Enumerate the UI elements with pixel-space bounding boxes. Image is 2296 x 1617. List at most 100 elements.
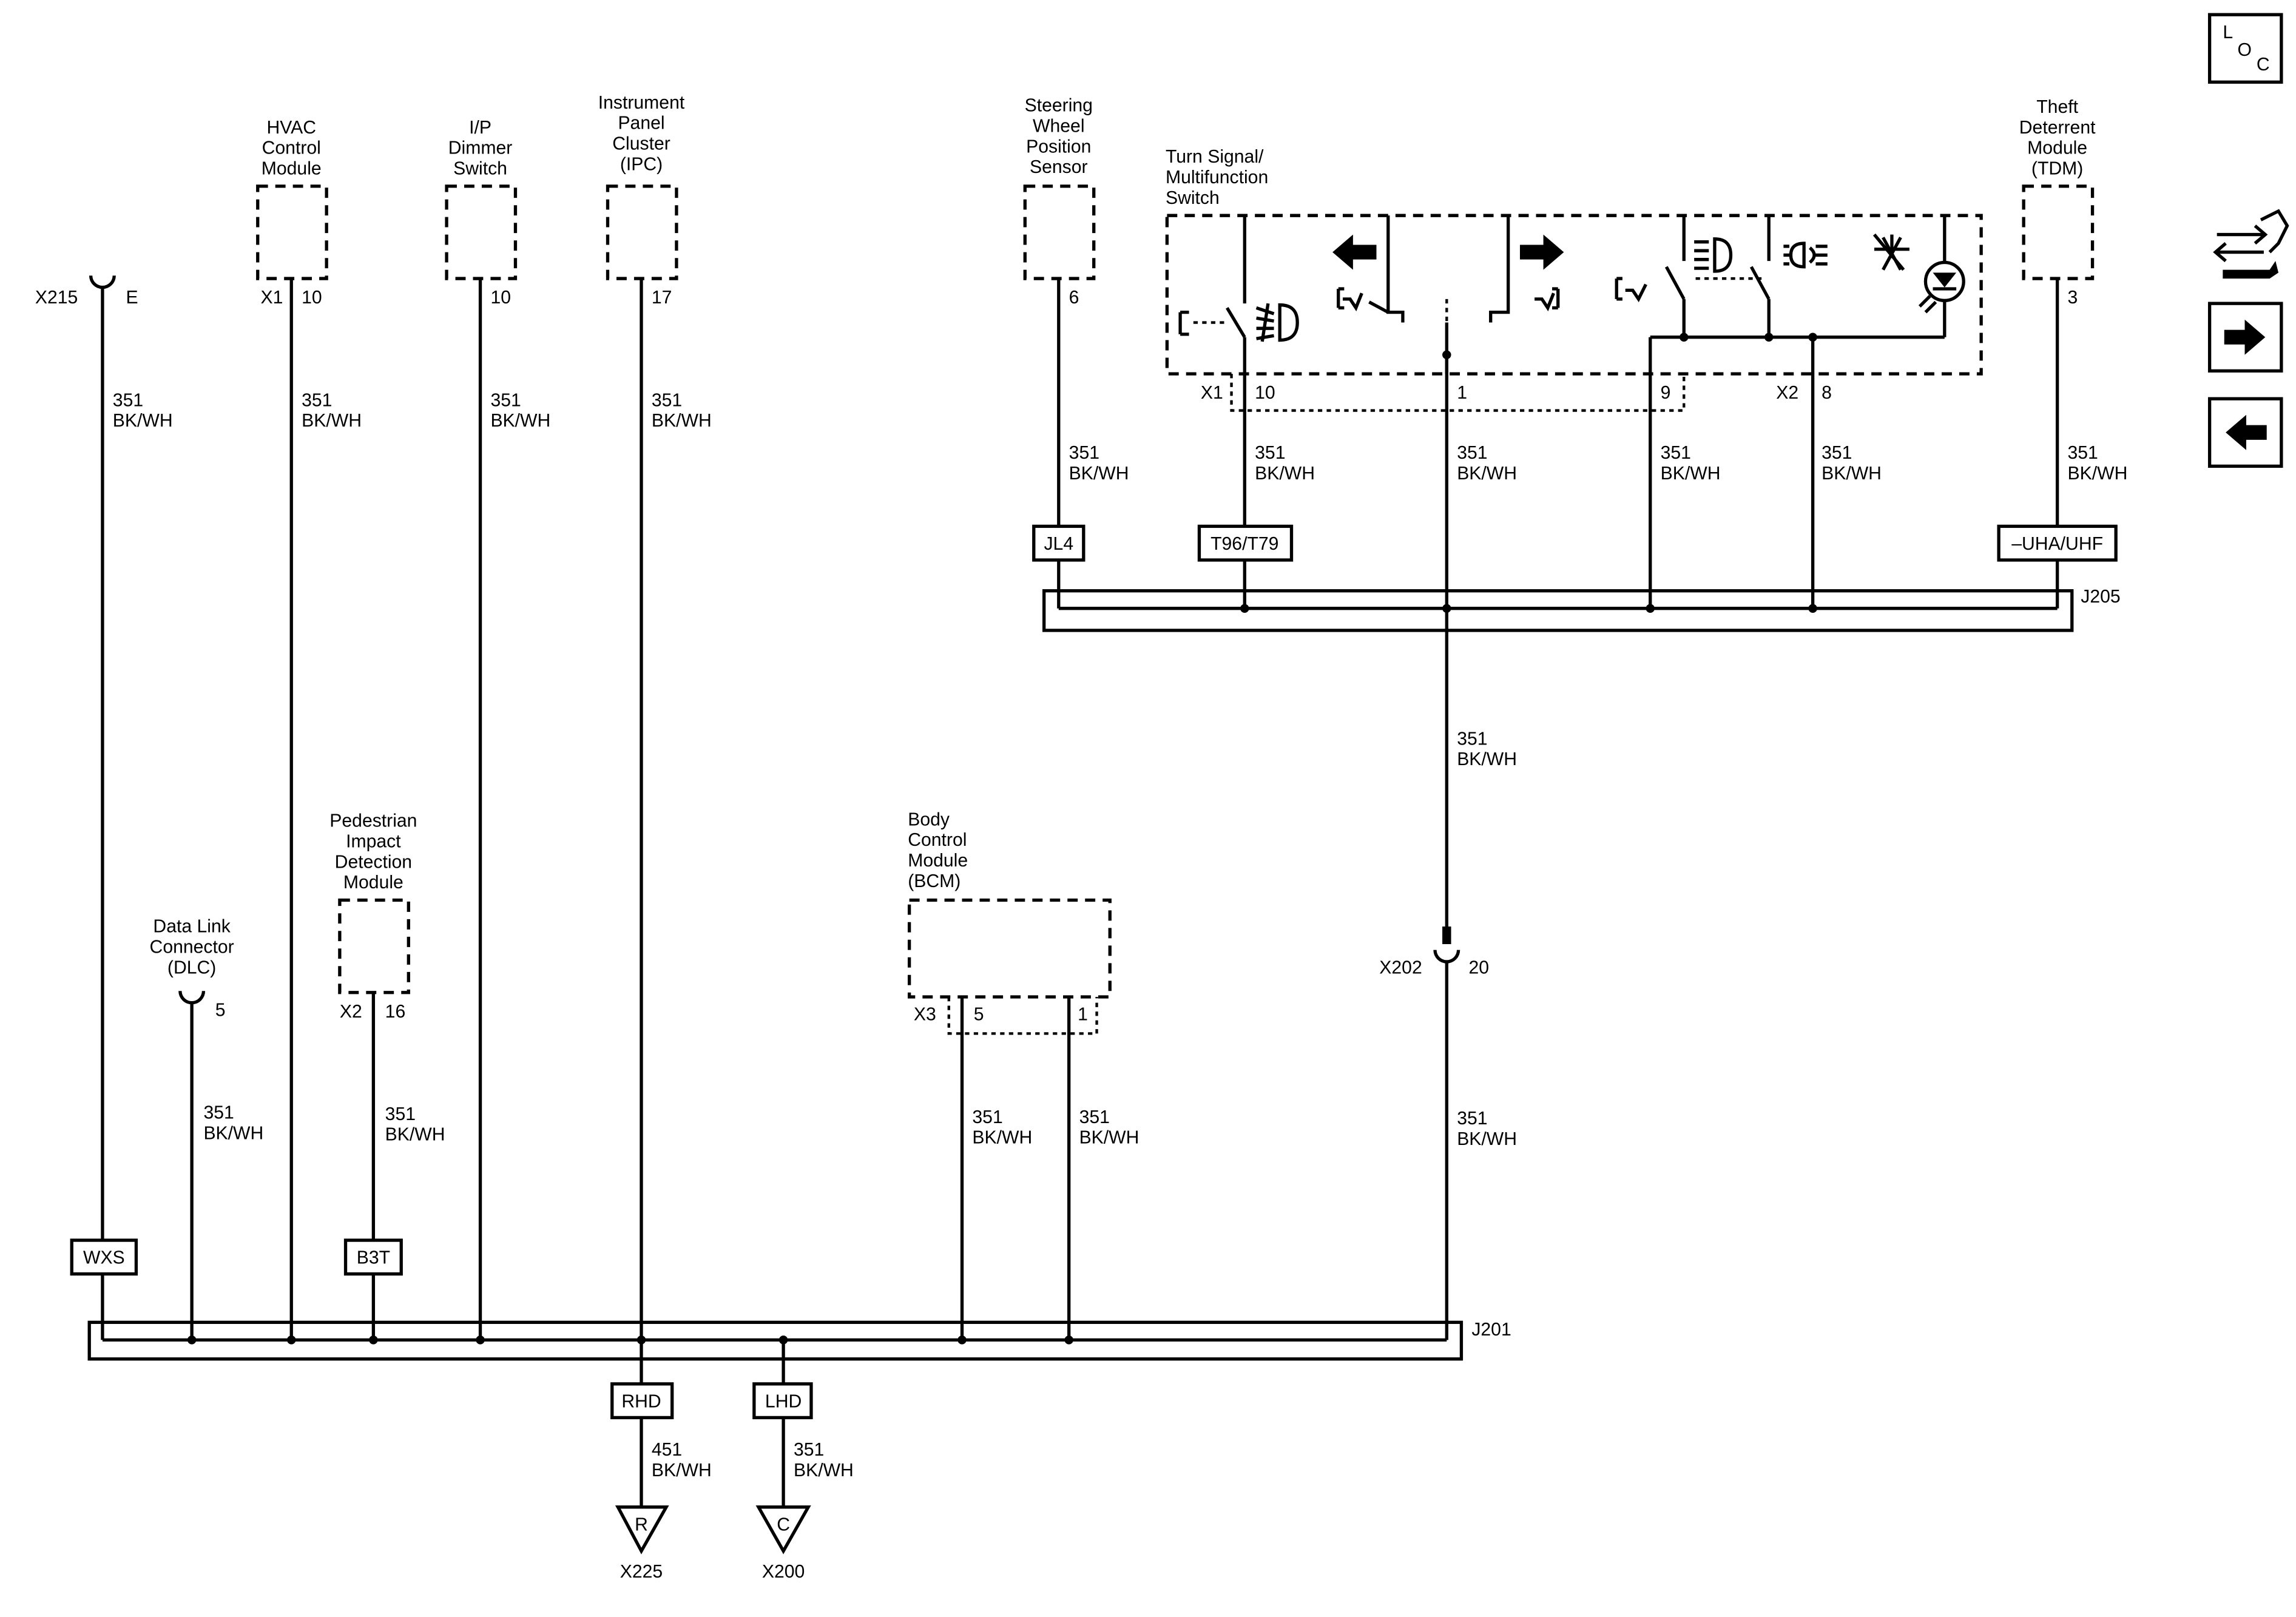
tdm-box[interactable] xyxy=(2022,184,2095,280)
option-rhd: RHD xyxy=(610,1382,674,1420)
svg-text:BK/WH: BK/WH xyxy=(972,1128,1032,1148)
svg-text:X202: X202 xyxy=(1379,957,1422,977)
svg-text:C: C xyxy=(2257,55,2270,75)
svg-text:BK/WH: BK/WH xyxy=(203,1123,263,1143)
ped-pin: 16 xyxy=(385,1002,406,1022)
svg-text:O: O xyxy=(2237,40,2251,60)
option-lhd: LHD xyxy=(752,1382,813,1420)
right-turn-arrow-icon xyxy=(1519,234,1564,270)
svg-text:351: 351 xyxy=(1079,1107,1110,1127)
svg-text:Theft: Theft xyxy=(2036,97,2078,117)
steering-wheel-position-sensor-title: Steering Wheel Position Sensor xyxy=(1025,96,1093,177)
previous-page-button[interactable] xyxy=(2207,397,2283,468)
svg-text:BK/WH: BK/WH xyxy=(1069,464,1129,484)
pedestrian-module-box[interactable] xyxy=(338,898,410,994)
svg-text:Switch: Switch xyxy=(453,159,507,179)
svg-text:Module: Module xyxy=(2027,138,2087,158)
svg-text:BK/WH: BK/WH xyxy=(1457,749,1517,769)
svg-text:351: 351 xyxy=(203,1102,234,1122)
option-wxs: WXS xyxy=(70,1238,138,1276)
svg-text:351: 351 xyxy=(1661,443,1691,463)
ipc-pin: 17 xyxy=(652,288,672,308)
svg-text:Dimmer: Dimmer xyxy=(448,138,513,158)
svg-text:BK/WH: BK/WH xyxy=(113,411,173,431)
svg-text:BK/WH: BK/WH xyxy=(1457,464,1517,484)
hvac-connector: X1 xyxy=(261,288,283,308)
ip-dimmer-switch-title: I/P Dimmer Switch xyxy=(448,118,513,179)
svg-text:BK/WH: BK/WH xyxy=(1457,1129,1517,1149)
next-page-button[interactable] xyxy=(2207,302,2283,373)
ts-pin-8: 8 xyxy=(1822,383,1832,403)
wire-label-swps: 351 BK/WH xyxy=(1069,443,1129,484)
svg-text:Deterrent: Deterrent xyxy=(2019,118,2096,138)
svg-text:(IPC): (IPC) xyxy=(620,154,663,174)
option-uha-uhf: –UHA/UHF xyxy=(1997,524,2118,562)
svg-text:351: 351 xyxy=(1255,443,1285,463)
svg-text:Cluster: Cluster xyxy=(612,133,670,154)
ip-dimmer-switch-box[interactable] xyxy=(445,184,518,280)
wire-label-x215: 351 BK/WH xyxy=(113,390,173,431)
option-jl4: JL4 xyxy=(1032,524,1086,562)
svg-text:(DLC): (DLC) xyxy=(167,957,216,977)
svg-text:351: 351 xyxy=(1069,443,1099,463)
svg-text:351: 351 xyxy=(385,1104,416,1124)
low-beam-icon xyxy=(1783,241,1828,269)
ts-x2-label: X2 xyxy=(1776,383,1798,403)
svg-text:351: 351 xyxy=(1457,729,1487,749)
hvac-module-box[interactable] xyxy=(256,184,328,280)
ts-x1-connector-outline xyxy=(1230,374,1686,412)
ground-x225[interactable]: R X225 xyxy=(615,1505,669,1582)
svg-text:B3T: B3T xyxy=(357,1248,390,1268)
svg-text:Pedestrian: Pedestrian xyxy=(329,811,417,831)
svg-text:451: 451 xyxy=(652,1440,682,1460)
svg-text:JL4: JL4 xyxy=(1044,534,1073,554)
wire-label-ts-10: 351 BK/WH xyxy=(1255,443,1315,484)
svg-text:Panel: Panel xyxy=(618,113,664,133)
bcm-title: Body Control Module (BCM) xyxy=(908,809,968,891)
wire-label-x202: 351 BK/WH xyxy=(1457,1109,1517,1149)
svg-text:(TDM): (TDM) xyxy=(2031,159,2083,179)
svg-text:Wheel: Wheel xyxy=(1033,116,1084,136)
connector-view-button[interactable] xyxy=(2213,209,2289,279)
ipc-box[interactable] xyxy=(606,184,678,280)
ped-connector: X2 xyxy=(340,1002,362,1022)
bcm-box[interactable] xyxy=(907,898,1112,999)
svg-text:351: 351 xyxy=(2068,443,2098,463)
svg-text:Module: Module xyxy=(262,159,322,179)
svg-text:351: 351 xyxy=(652,390,682,410)
svg-text:BK/WH: BK/WH xyxy=(490,411,550,431)
svg-text:BK/WH: BK/WH xyxy=(1822,464,1882,484)
svg-text:LHD: LHD xyxy=(765,1391,802,1411)
left-turn-arrow-icon xyxy=(1332,234,1377,270)
svg-text:Turn Signal/: Turn Signal/ xyxy=(1166,147,1264,167)
ts-x1-label: X1 xyxy=(1201,383,1223,403)
wire-label-dlc: 351 BK/WH xyxy=(203,1102,263,1143)
ts-pin-9: 9 xyxy=(1661,383,1671,403)
tdm-pin: 3 xyxy=(2068,288,2078,308)
dlc-pin: 5 xyxy=(215,1000,226,1020)
swps-box[interactable] xyxy=(1023,184,1096,280)
dimmer-pin: 10 xyxy=(490,288,511,308)
x215-label: X215 xyxy=(35,288,78,308)
hvac-module-title: HVAC Control Module xyxy=(262,118,322,179)
wire-label-lhd: 351 BK/WH xyxy=(794,1440,854,1480)
svg-text:BK/WH: BK/WH xyxy=(652,411,712,431)
svg-text:351: 351 xyxy=(972,1107,1002,1127)
option-b3t: B3T xyxy=(343,1238,403,1276)
location-button[interactable]: L O C xyxy=(2207,13,2283,84)
wire-label-j205-out: 351 BK/WH xyxy=(1457,729,1517,769)
svg-text:C: C xyxy=(777,1514,790,1534)
ground-x200[interactable]: C X200 xyxy=(755,1505,811,1582)
turn-signal-switch-box[interactable] xyxy=(1165,214,1983,376)
turn-signal-switch-title: Turn Signal/ Multifunction Switch xyxy=(1166,147,1268,208)
svg-text:L: L xyxy=(2223,22,2233,42)
x202-connector: X202 20 xyxy=(1379,926,1489,977)
svg-text:X200: X200 xyxy=(762,1562,805,1582)
svg-text:Sensor: Sensor xyxy=(1030,157,1088,177)
svg-text:351: 351 xyxy=(113,390,143,410)
wire-label-pedestrian: 351 BK/WH xyxy=(385,1104,445,1145)
svg-text:351: 351 xyxy=(1457,443,1487,463)
svg-text:351: 351 xyxy=(490,390,521,410)
svg-text:Instrument: Instrument xyxy=(598,93,685,113)
